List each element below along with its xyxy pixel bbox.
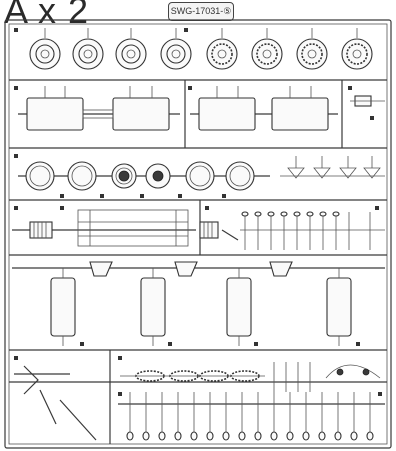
spring-row — [14, 362, 381, 441]
gear-part — [296, 28, 328, 70]
axle-block-row — [18, 86, 385, 131]
gear-part — [341, 28, 373, 70]
shock-body-row — [12, 261, 385, 346]
wheel-part — [29, 28, 61, 70]
gear-part — [251, 28, 283, 70]
rim-row — [18, 156, 385, 191]
pin-row — [118, 392, 385, 441]
part-number-marks — [14, 28, 382, 396]
sprue-outer-frame — [4, 19, 392, 449]
sprue-count-heading: A x 2 — [4, 0, 90, 31]
wheel-part — [115, 28, 147, 70]
wheel-part — [160, 28, 192, 70]
gear-part — [206, 28, 238, 70]
wheel-part — [72, 28, 104, 70]
shaft-row — [12, 209, 385, 250]
wheel-row — [29, 28, 373, 70]
sprue-inner-frame — [8, 23, 388, 445]
sprue-runners — [9, 79, 387, 444]
